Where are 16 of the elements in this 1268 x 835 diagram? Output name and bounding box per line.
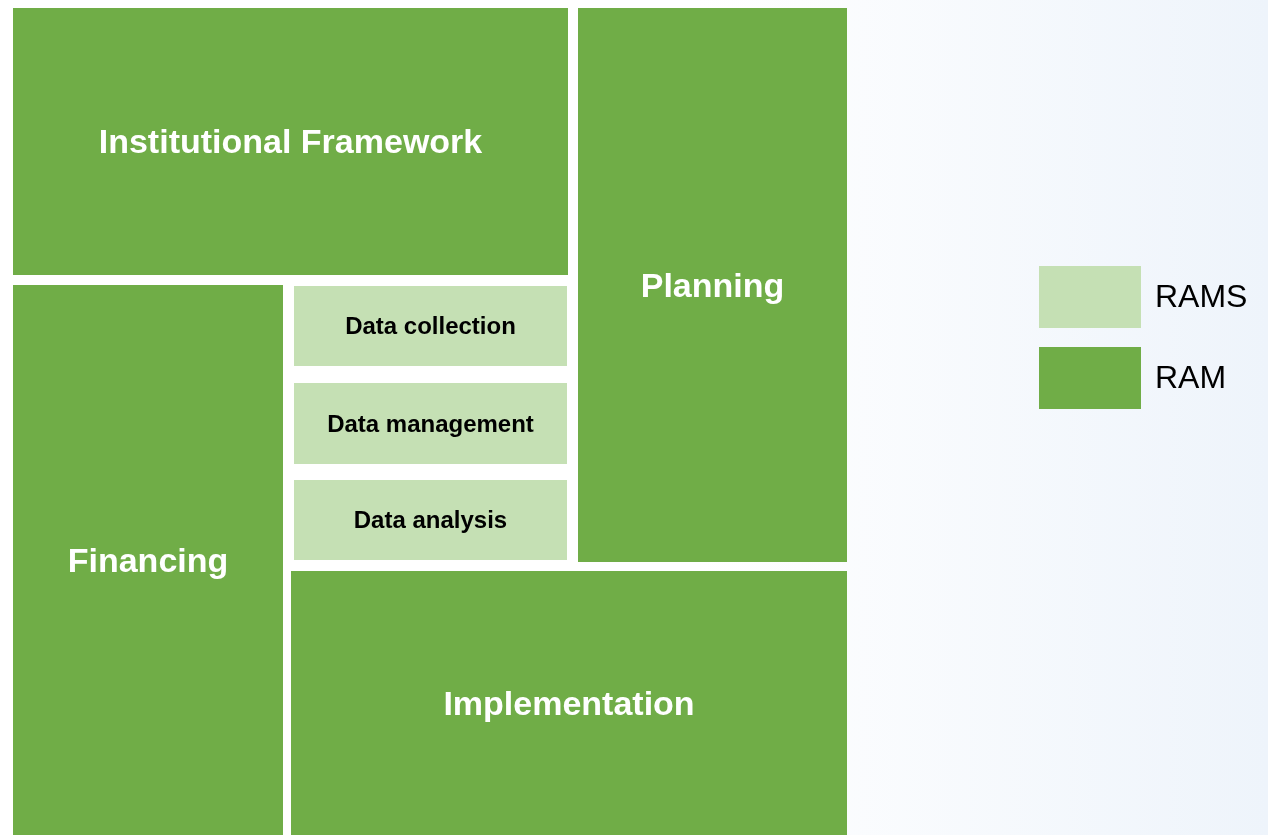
category-box <box>294 383 567 464</box>
category-box <box>578 8 847 562</box>
category-box <box>294 286 567 366</box>
category-box <box>13 285 283 835</box>
category-label: Data collection <box>345 312 516 340</box>
legend-label: RAMS <box>1155 278 1248 315</box>
category-box <box>13 8 568 275</box>
category-label: Data management <box>327 409 534 438</box>
legend-label: RAM <box>1155 359 1227 396</box>
category-label: Financing <box>67 540 229 580</box>
category-box <box>291 571 847 835</box>
category-box <box>294 480 567 560</box>
category-label: Planning <box>640 265 785 305</box>
category-label: Data analysis <box>353 506 508 534</box>
category-label: Institutional Framework <box>98 122 483 161</box>
category-label: Implementation <box>443 683 695 723</box>
